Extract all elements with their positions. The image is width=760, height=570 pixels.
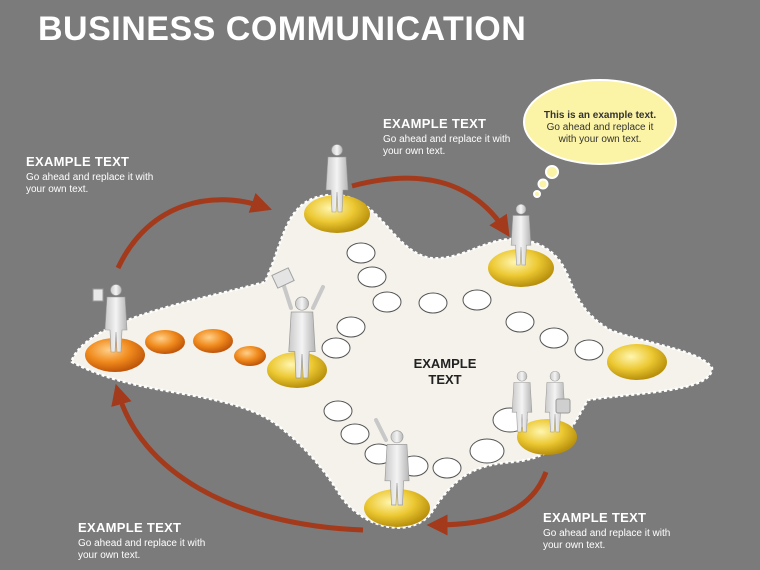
raised-arm-left	[281, 281, 293, 310]
center-label-line2: TEXT	[428, 372, 462, 387]
center-label: EXAMPLE TEXT	[395, 356, 495, 388]
bubble-text-line3: with your own text.	[558, 134, 642, 145]
pointing-arm	[374, 418, 388, 442]
arrow-top-right	[351, 175, 510, 238]
center-label-line1: EXAMPLE	[413, 356, 477, 371]
arrow-top-left	[115, 192, 272, 270]
orange-discs	[85, 329, 266, 372]
arrow-bottom-left	[111, 383, 364, 533]
text-block-bottom-right: EXAMPLE TEXT Go ahead and replace it wit…	[543, 510, 683, 552]
text-block-body: Go ahead and replace it with your own te…	[26, 172, 154, 195]
raised-arm-right	[311, 285, 325, 310]
text-block-bottom-left: EXAMPLE TEXT Go ahead and replace it wit…	[78, 520, 218, 562]
text-block-body: Go ahead and replace it with your own te…	[78, 538, 206, 561]
text-block-body: Go ahead and replace it with your own te…	[383, 134, 511, 157]
text-block-heading: EXAMPLE TEXT	[383, 116, 487, 131]
page-title: BUSINESS COMMUNICATION	[38, 10, 527, 48]
paper-prop-icon	[271, 267, 295, 289]
text-block-heading: EXAMPLE TEXT	[78, 520, 182, 535]
bubble-text-line1: This is an example text.	[543, 110, 657, 121]
briefcase-icon	[555, 398, 571, 414]
gold-discs	[267, 195, 667, 527]
text-block-body: Go ahead and replace it with your own te…	[543, 528, 671, 551]
text-block-top-center: EXAMPLE TEXT Go ahead and replace it wit…	[383, 116, 523, 158]
bubble-text: This is an example text. Go ahead and re…	[533, 110, 667, 146]
arrow-bottom-right	[426, 471, 549, 536]
text-block-heading: EXAMPLE TEXT	[543, 510, 647, 525]
bubble-text-line2: Go ahead and replace it	[546, 122, 654, 133]
text-block-heading: EXAMPLE TEXT	[26, 154, 130, 169]
thought-bubble	[523, 79, 677, 198]
text-block-top-left: EXAMPLE TEXT Go ahead and replace it wit…	[26, 154, 166, 196]
document-icon	[92, 288, 104, 302]
